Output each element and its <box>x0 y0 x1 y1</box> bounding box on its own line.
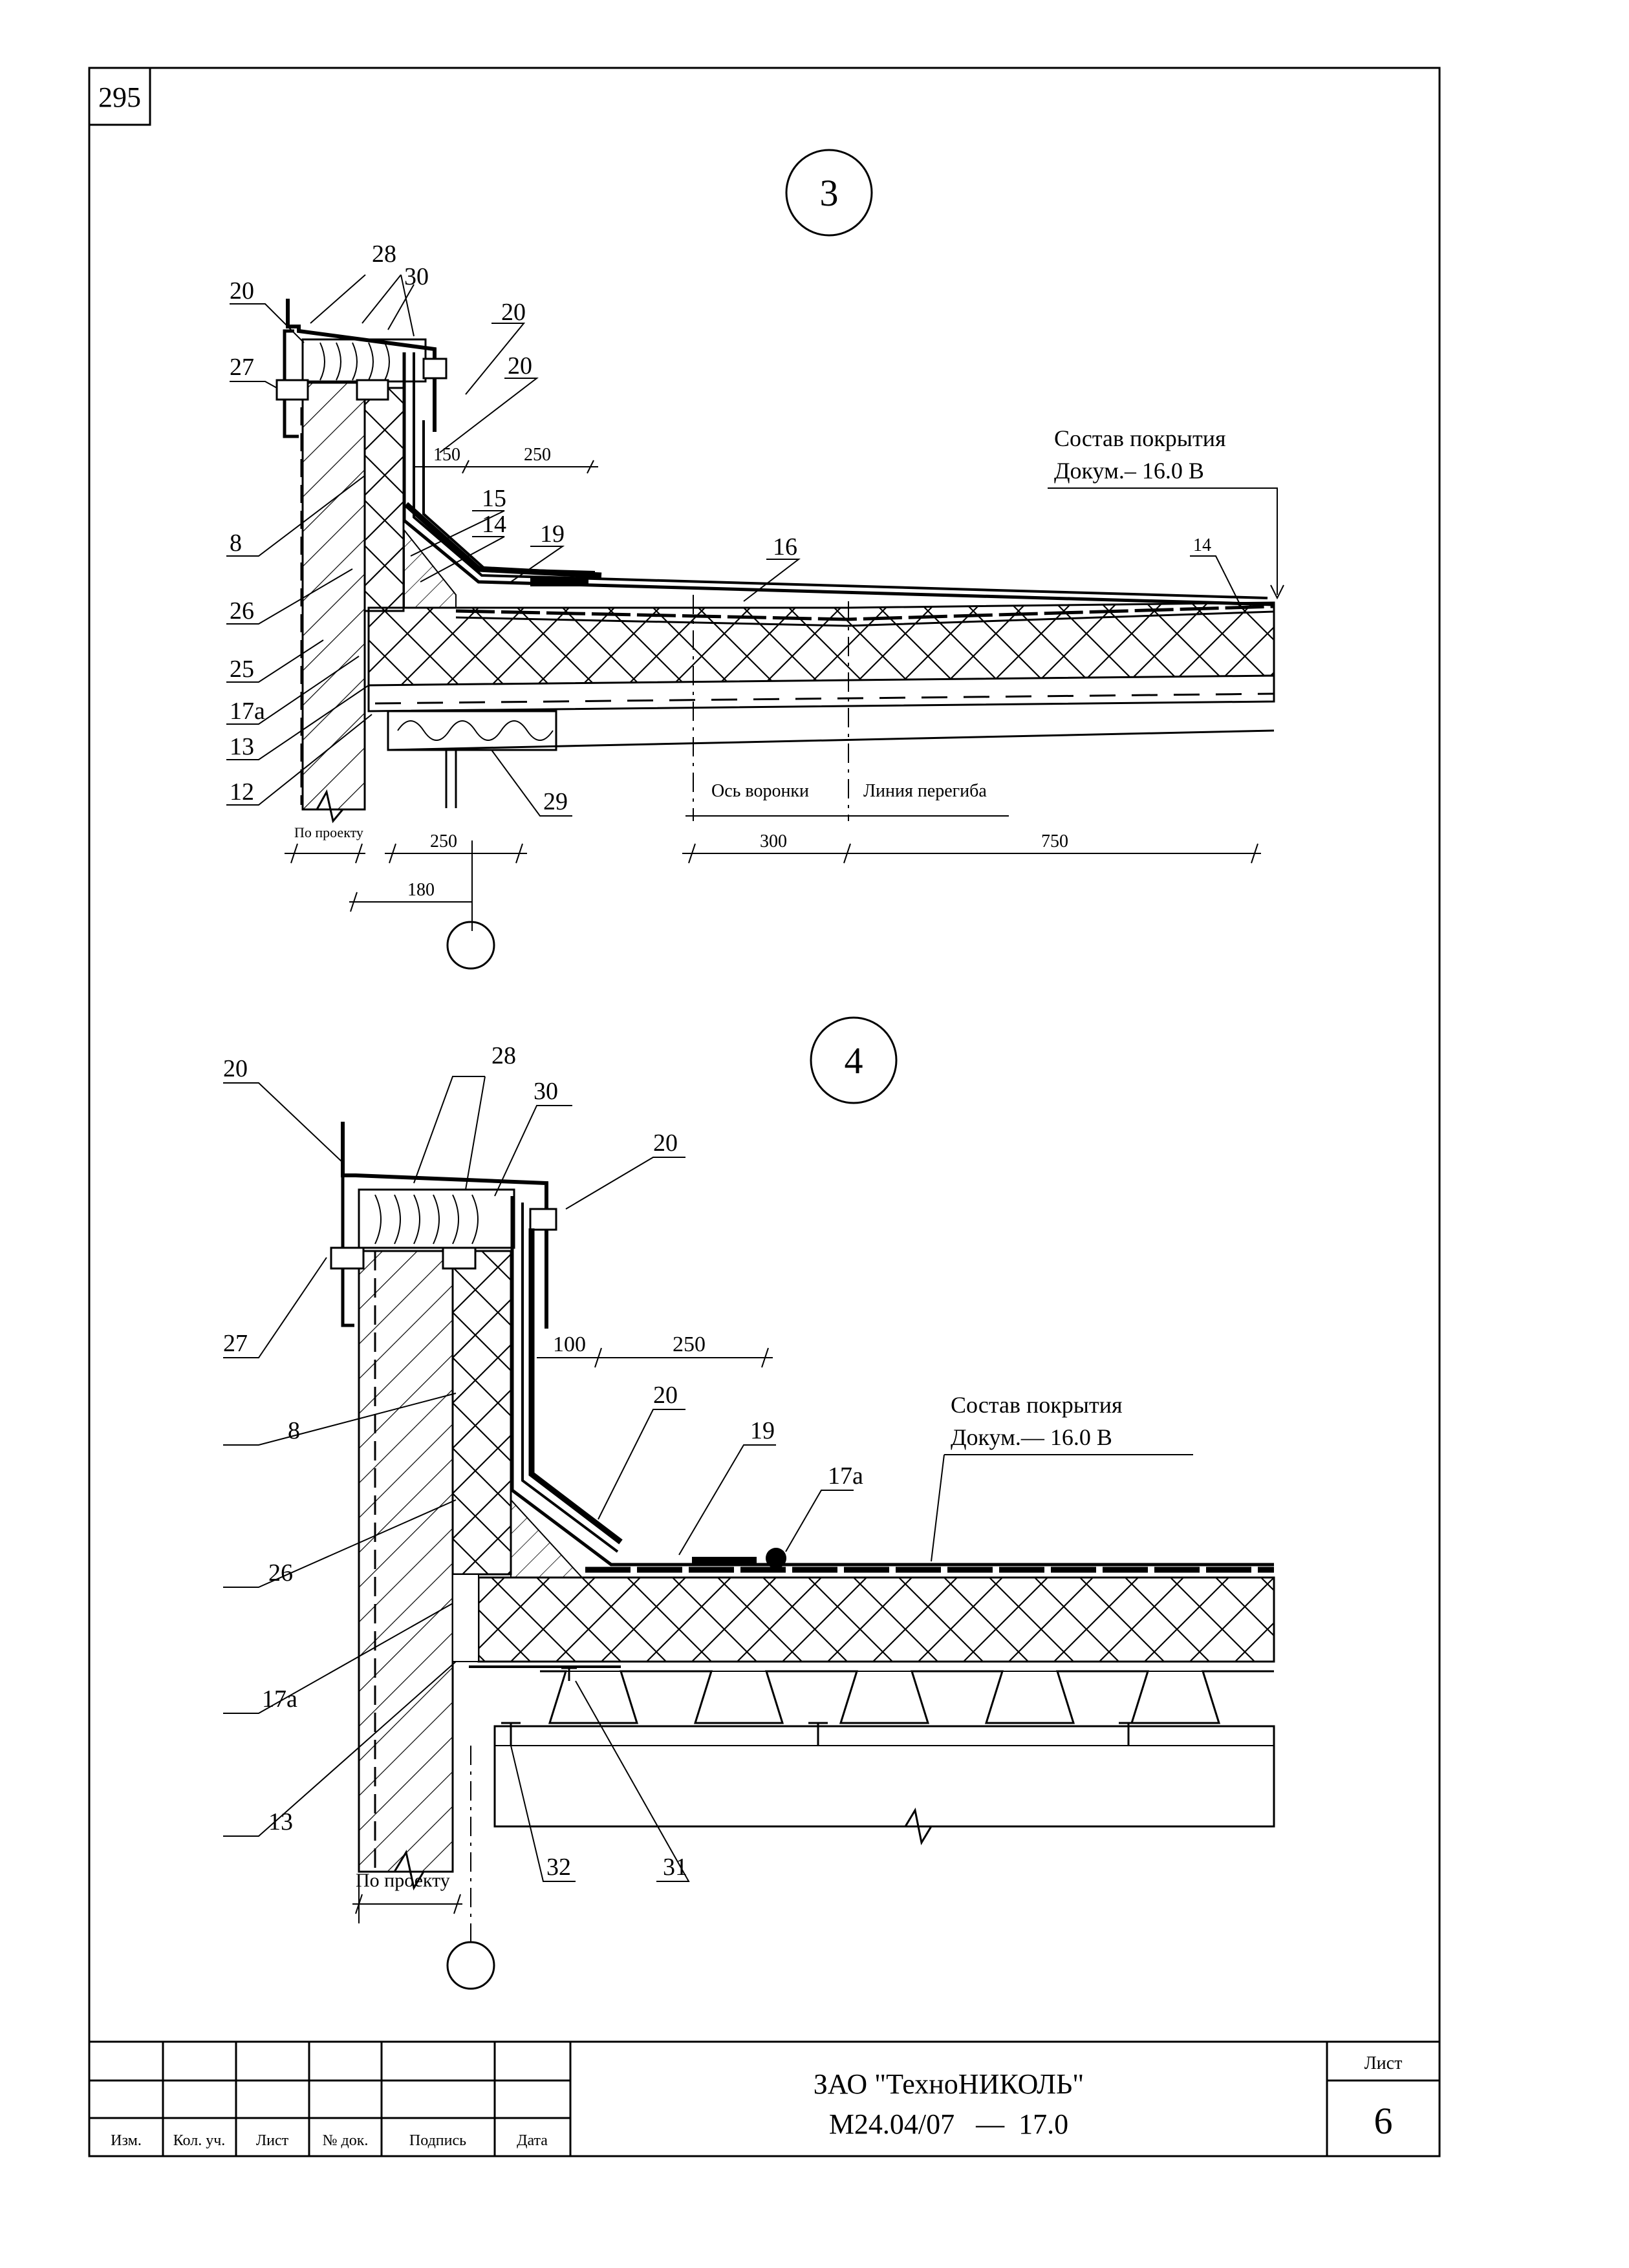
header-list: Лист <box>256 2132 289 2149</box>
leaders-3 <box>226 274 1242 817</box>
dim-100: 100 <box>553 1332 586 1356</box>
detail-3-marker <box>785 149 873 237</box>
roof-insulation-3 <box>367 601 1275 687</box>
membrane-upstand-3 <box>402 352 1275 606</box>
dimensions-4 <box>352 1347 773 1923</box>
label-26: 26 <box>230 597 254 625</box>
roof-deck-3 <box>367 674 1275 712</box>
label-8: 8 <box>230 530 242 557</box>
label-14-b: 14 <box>1193 535 1211 555</box>
document-code: М24.04/07 — 17.0 <box>829 2108 1068 2140</box>
note-by-project-4: По проекту <box>356 1870 450 1891</box>
detail-4: 4 <box>223 1016 1275 1990</box>
sheet-label: Лист <box>1365 2053 1403 2073</box>
note-composition-4: Состав покрытия <box>951 1392 1123 1418</box>
label-17a-4: 17а <box>828 1462 863 1490</box>
header-signature: Подпись <box>409 2132 466 2149</box>
roof-insulation-4 <box>477 1576 1275 1663</box>
detail-3: 3 <box>226 149 1284 970</box>
dim-250-top: 250 <box>524 445 551 465</box>
dim-300: 300 <box>760 831 787 851</box>
label-28-4: 28 <box>491 1042 516 1069</box>
profiled-deck-4 <box>540 1670 1274 1724</box>
label-20-b: 20 <box>501 299 526 326</box>
parapet-wall-4 <box>358 1250 454 1873</box>
axis-marker-3 <box>446 921 495 970</box>
title-block <box>89 2040 1440 2156</box>
lower-insulation-3 <box>387 710 557 751</box>
label-15: 15 <box>482 485 506 512</box>
label-8-4: 8 <box>288 1417 300 1444</box>
top-timber-4 <box>358 1188 515 1249</box>
dim-180: 180 <box>407 880 435 900</box>
label-20-c: 20 <box>508 352 532 380</box>
label-27: 27 <box>230 354 254 381</box>
label-19-4: 19 <box>750 1417 775 1444</box>
page-number: 295 <box>98 81 141 113</box>
label-25: 25 <box>230 656 254 683</box>
leaders-4 <box>223 1076 854 1882</box>
label-17a: 17а <box>230 698 265 725</box>
detail-3-number: 3 <box>820 172 839 214</box>
label-13-4: 13 <box>268 1808 293 1835</box>
dim-250-4: 250 <box>673 1332 706 1356</box>
parapet-insulation-4 <box>451 1250 512 1576</box>
dim-250-bottom: 250 <box>430 831 457 851</box>
parapet-insulation-3 <box>363 387 405 612</box>
label-19: 19 <box>540 520 565 548</box>
cap-flashing-4 <box>341 1122 548 1329</box>
detail-4-marker <box>810 1016 898 1104</box>
note-by-project-3: По проекту <box>294 824 363 840</box>
dimensions-3 <box>285 460 1261 931</box>
label-20-c-4: 20 <box>653 1382 678 1409</box>
header-izm: Изм. <box>111 2132 142 2149</box>
note-bend-line: Линия перегиба <box>863 781 987 801</box>
dim-750: 750 <box>1041 831 1068 851</box>
label-17a-2-4: 17а <box>262 1685 297 1713</box>
header-doc-no: № док. <box>323 2132 369 2149</box>
label-20-a: 20 <box>230 277 254 305</box>
label-31-4: 31 <box>663 1854 687 1881</box>
label-27-4: 27 <box>223 1330 248 1357</box>
cant-strip-4 <box>510 1498 584 1578</box>
dim-150: 150 <box>433 445 460 465</box>
membrane-upstand-4 <box>510 1196 1274 1567</box>
axis-marker-4 <box>446 1941 495 1990</box>
label-30: 30 <box>404 263 429 290</box>
detail-4-number: 4 <box>845 1040 863 1082</box>
note-composition-3: Состав покрытия <box>1054 425 1226 451</box>
label-14: 14 <box>482 511 506 538</box>
note-funnel-axis: Ось воронки <box>711 781 809 801</box>
label-28: 28 <box>372 241 396 268</box>
label-12: 12 <box>230 778 254 806</box>
sheet-number: 6 <box>1374 2100 1393 2142</box>
header-date: Дата <box>517 2132 548 2149</box>
label-30-4: 30 <box>534 1078 558 1105</box>
label-20-b-4: 20 <box>653 1129 678 1157</box>
label-26-4: 26 <box>268 1559 293 1587</box>
note-doc-4: Докум.— 16.0 В <box>951 1424 1112 1450</box>
label-20-a-4: 20 <box>223 1055 248 1082</box>
label-29: 29 <box>543 788 568 815</box>
page-number-box <box>88 67 151 126</box>
note-doc-3: Докум.– 16.0 В <box>1054 458 1204 484</box>
company-name: ЗАО "ТехноНИКОЛЬ" <box>814 2068 1084 2100</box>
header-kol-uch: Кол. уч. <box>173 2132 226 2149</box>
label-13: 13 <box>230 733 254 760</box>
label-16: 16 <box>773 533 797 561</box>
structural-slab-4 <box>493 1725 1275 1828</box>
parapet-wall-3 <box>301 381 366 811</box>
label-32-4: 32 <box>546 1854 571 1881</box>
sheet-frame <box>88 67 1441 2157</box>
